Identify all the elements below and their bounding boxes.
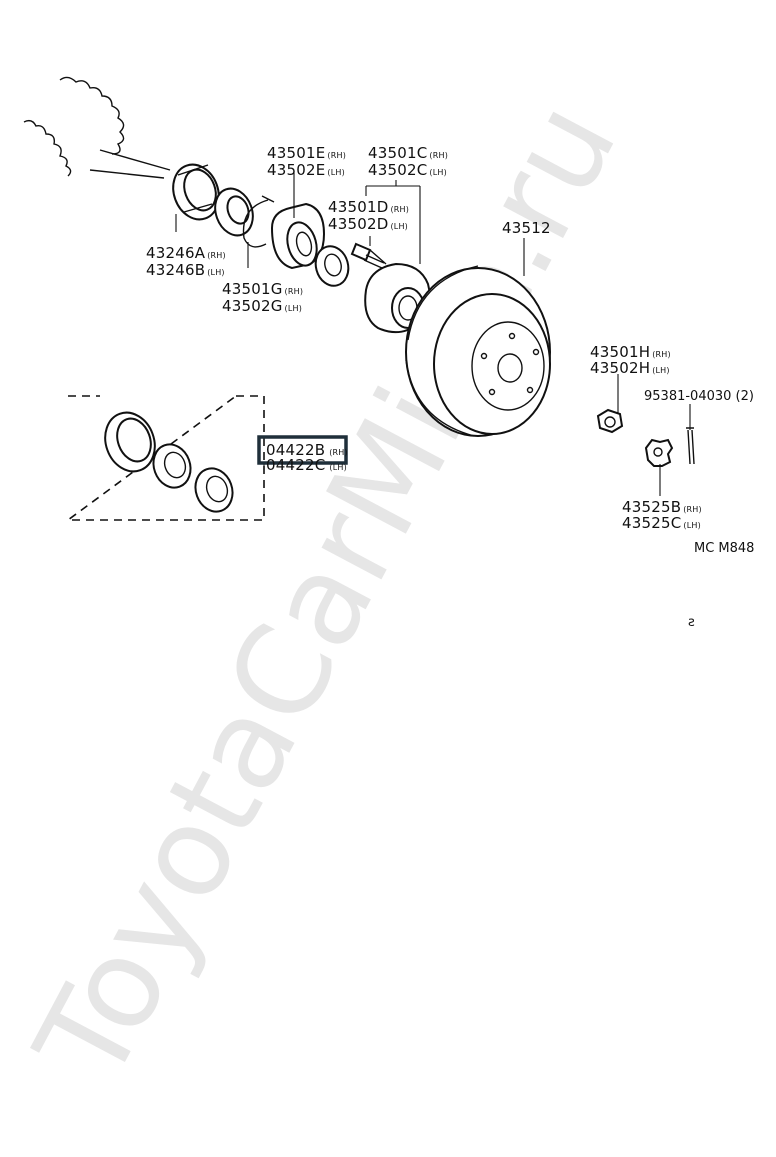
label-43502G: 43502G(LH) [222, 297, 302, 315]
snap-ring-part [242, 195, 275, 248]
leader-lines [175, 172, 691, 496]
label-43502E: 43502E(LH) [267, 161, 345, 179]
cotter-pin-part [686, 427, 695, 465]
drive-shaft-sketch [23, 76, 171, 179]
bearing-kit-box [65, 395, 265, 521]
highlight-box [257, 435, 348, 465]
outer-bearing-part [270, 202, 326, 270]
label-95381: 95381-04030 (2) [644, 389, 754, 404]
label-43246A: 43246A(RH) [146, 244, 226, 262]
label-43502H: 43502H(LH) [590, 359, 670, 377]
hub-nut-part [596, 408, 624, 434]
label-43525C: 43525C(LH) [622, 514, 701, 532]
label-43512: 43512 [502, 219, 551, 237]
label-43501C: 43501C(RH) [368, 144, 448, 162]
label-43502C: 43502C(LH) [368, 161, 447, 179]
label-43501E: 43501E(RH) [267, 144, 346, 162]
corner-mark: ƨ [688, 615, 695, 630]
label-43501H: 43501H(RH) [590, 343, 671, 361]
figure-reference: MC M848 [694, 541, 754, 556]
brake-disc-part [405, 265, 551, 437]
label-43501G: 43501G(RH) [222, 280, 303, 298]
label-43501D: 43501D(RH) [328, 198, 409, 216]
hub-bolt-part [350, 242, 387, 269]
label-43525B: 43525B(RH) [622, 498, 702, 516]
label-43502D: 43502D(LH) [328, 215, 408, 233]
label-04422B[interactable]: 04422B(RH) [266, 441, 348, 459]
label-04422C: 04422C(LH) [266, 456, 347, 474]
dust-deflector-part [172, 163, 220, 221]
lock-cap-part [644, 438, 674, 467]
oil-seal-part [314, 245, 350, 287]
label-43246B: 43246B(LH) [146, 261, 225, 279]
